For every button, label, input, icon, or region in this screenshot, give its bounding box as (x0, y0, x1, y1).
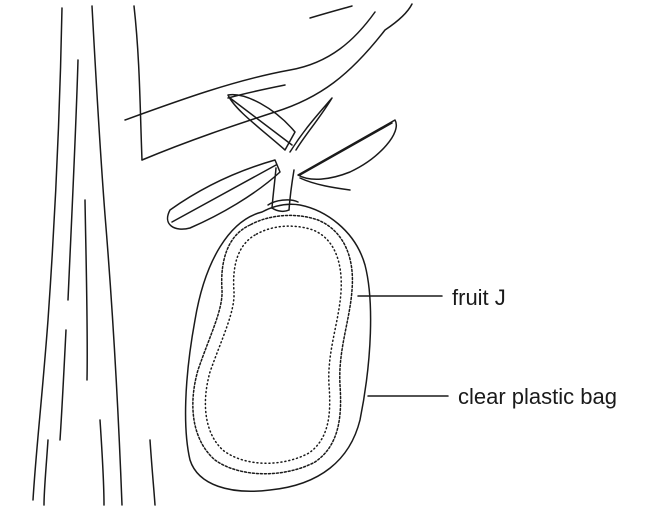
fruit-label: fruit J (452, 287, 506, 309)
bag-label: clear plastic bag (458, 386, 617, 408)
fruit-j (193, 215, 353, 473)
leaves (168, 95, 397, 229)
fruit-texture (205, 226, 341, 463)
tree-trunk (33, 6, 155, 505)
clear-plastic-bag (186, 204, 371, 491)
